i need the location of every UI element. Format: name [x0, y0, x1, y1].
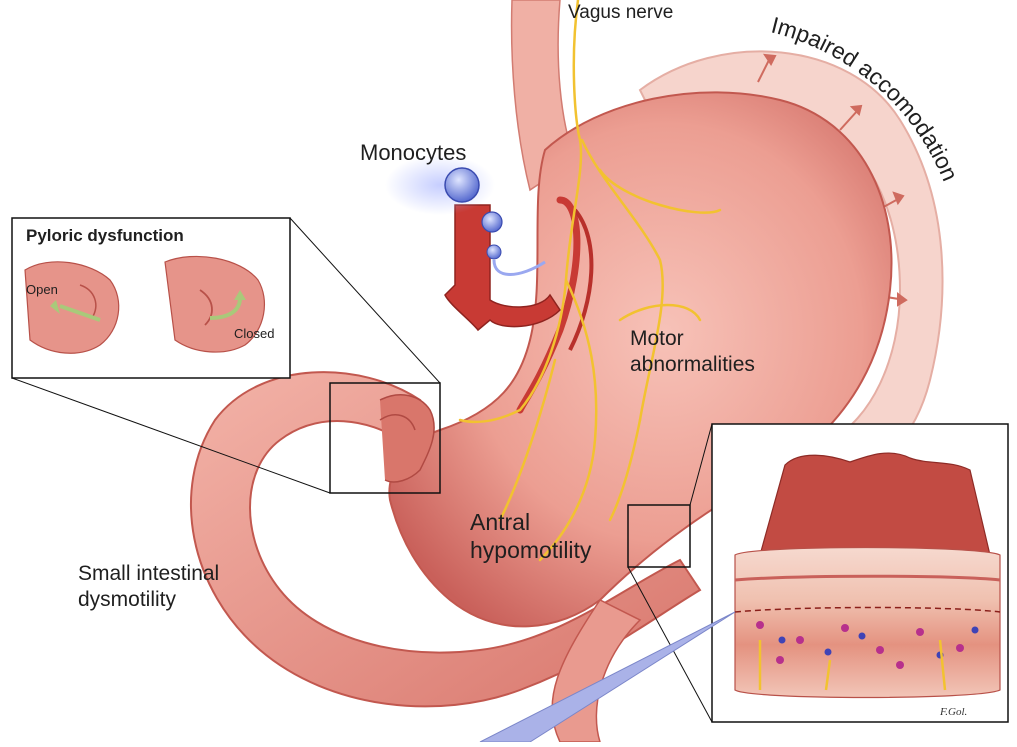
small-label-line2: dysmotility: [78, 587, 268, 613]
monocyte-cell: [482, 212, 502, 232]
zoom-line: [290, 218, 440, 383]
closed-label: Closed: [234, 326, 274, 341]
small-intestinal-dysmotility-label: Small intestinal dysmotility: [78, 561, 268, 613]
antral-label-line2: hypomotility: [470, 536, 670, 564]
mucosa-folds: [760, 453, 990, 555]
motor-label-line2: abnormalities: [630, 352, 790, 378]
vagus-nerve-label: Vagus nerve: [568, 2, 673, 24]
monocyte-cell: [445, 168, 479, 202]
monocyte-cell: [487, 245, 501, 259]
pylorus-open: [25, 262, 119, 353]
motor-label-line1: Motor: [630, 326, 790, 352]
tissue-inset: [712, 424, 1008, 722]
antral-hypomotility-label: Antral hypomotility: [470, 508, 670, 564]
motor-abnormalities-label: Motor abnormalities: [630, 326, 790, 378]
small-label-line1: Small intestinal: [78, 561, 268, 587]
muscle-layers: [735, 548, 1000, 698]
artist-signature: F.Gol.: [939, 706, 967, 718]
antral-label-line1: Antral: [470, 508, 670, 536]
open-label: Open: [26, 282, 58, 297]
pyloric-dysfunction-title: Pyloric dysfunction: [26, 226, 184, 246]
monocytes-label: Monocytes: [360, 140, 466, 166]
